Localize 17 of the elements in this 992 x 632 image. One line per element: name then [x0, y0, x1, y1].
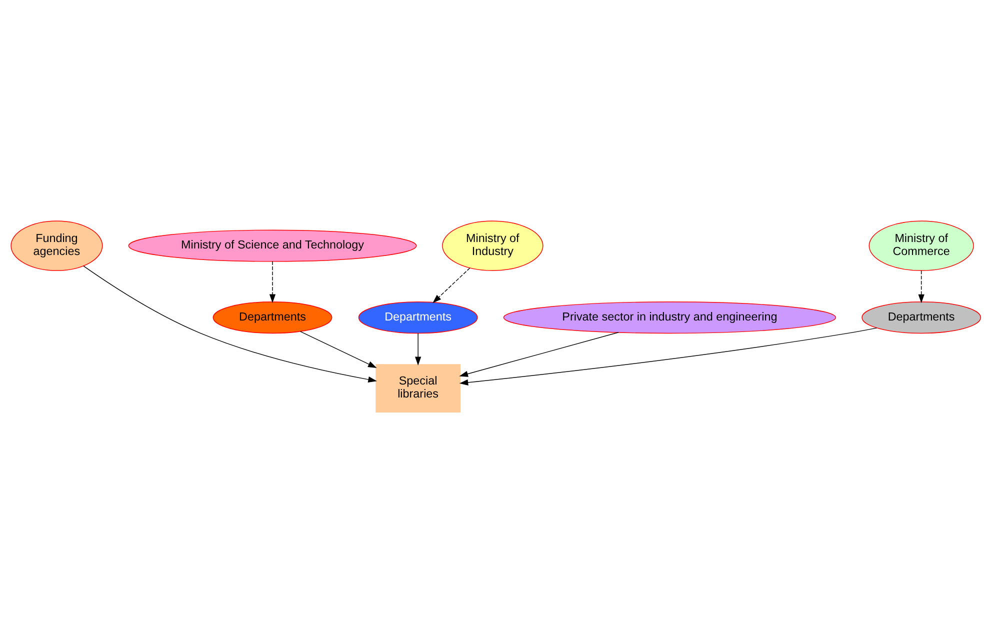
arrow: [83, 265, 377, 382]
arrow: [432, 267, 470, 303]
arrow: [459, 327, 878, 386]
node-ellipse: Private sector in industry and engineering: [503, 301, 836, 334]
node-ellipse: Departments: [862, 301, 982, 334]
node-ellipse: Ministry of Industry: [442, 220, 544, 270]
node-ellipse: Ministry of Commerce: [868, 220, 974, 270]
arrow: [459, 332, 619, 376]
node-ellipse: Departments: [358, 301, 478, 334]
arrow: [415, 332, 422, 365]
arrow: [269, 260, 276, 303]
node-ellipse: Ministry of Science and Technology: [128, 229, 417, 262]
node-ellipse: Funding agencies: [10, 220, 103, 270]
arrow: [918, 270, 924, 303]
arrow: [300, 330, 377, 368]
node-box: Special libraries: [376, 364, 460, 412]
node-ellipse: Departments: [212, 301, 332, 334]
